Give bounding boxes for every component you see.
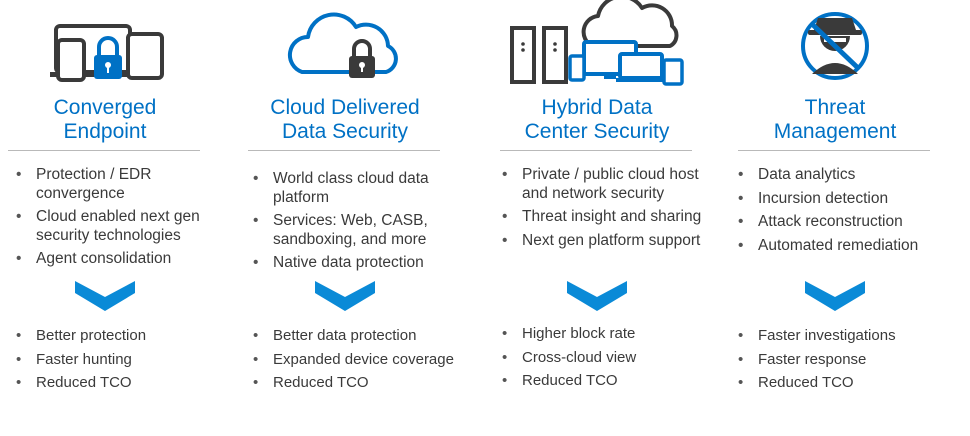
column-threat-management: Threat Management Data analytics Incursi… xyxy=(730,0,940,436)
list-item: Better protection xyxy=(16,327,231,346)
column-title: Cloud Delivered Data Security xyxy=(270,96,420,143)
list-item: Reduced TCO xyxy=(253,374,468,393)
list-item: World class cloud data platform xyxy=(253,170,468,207)
list-item: Automated remediation xyxy=(738,237,953,256)
list-item: Private / public cloud host and network … xyxy=(502,166,717,203)
list-item: Faster investigations xyxy=(738,327,953,346)
list-item: Incursion detection xyxy=(738,190,953,209)
feature-list: Private / public cloud host and network … xyxy=(502,166,717,255)
servers-cloud-devices-icon xyxy=(510,0,684,86)
divider xyxy=(8,150,200,151)
devices-lock-icon xyxy=(50,24,164,82)
feature-list: Protection / EDR convergence Cloud enabl… xyxy=(16,166,231,274)
list-item: Better data protection xyxy=(253,327,468,346)
outcome-list: Better data protection Expanded device c… xyxy=(253,327,468,398)
cloud-lock-icon xyxy=(287,12,398,78)
list-item: Reduced TCO xyxy=(16,374,231,393)
column-title: Converged Endpoint xyxy=(53,96,157,143)
list-item: Native data protection xyxy=(253,254,468,273)
list-item: Faster response xyxy=(738,351,953,370)
list-item: Attack reconstruction xyxy=(738,213,953,232)
list-item: Next gen platform support xyxy=(502,232,717,251)
list-item: Expanded device coverage xyxy=(253,351,468,370)
list-item: Cross-cloud view xyxy=(502,349,717,368)
outcome-list: Higher block rate Cross-cloud view Reduc… xyxy=(502,325,717,396)
column-converged-endpoint: Converged Endpoint Protection / EDR conv… xyxy=(0,0,210,436)
list-item: Reduced TCO xyxy=(502,372,717,391)
list-item: Protection / EDR convergence xyxy=(16,166,231,203)
list-item: Agent consolidation xyxy=(16,250,231,269)
list-item: Higher block rate xyxy=(502,325,717,344)
list-item: Faster hunting xyxy=(16,351,231,370)
list-item: Reduced TCO xyxy=(738,374,953,393)
list-item: Cloud enabled next gen security technolo… xyxy=(16,208,231,245)
outcome-list: Better protection Faster hunting Reduced… xyxy=(16,327,231,398)
column-hybrid-data-center-security: Hybrid Data Center Security Private / pu… xyxy=(492,0,702,436)
column-cloud-delivered-data-security: Cloud Delivered Data Security World clas… xyxy=(240,0,454,436)
chevron-down-icon xyxy=(567,281,627,311)
chevron-down-icon xyxy=(75,281,135,311)
column-title: Hybrid Data Center Security xyxy=(524,96,670,143)
divider xyxy=(500,150,692,151)
divider xyxy=(248,150,440,151)
feature-list: World class cloud data platform Services… xyxy=(253,170,468,278)
list-item: Services: Web, CASB, sandboxing, and mor… xyxy=(253,212,468,249)
feature-list: Data analytics Incursion detection Attac… xyxy=(738,166,953,260)
divider xyxy=(738,150,930,151)
list-item: Data analytics xyxy=(738,166,953,185)
list-item: Threat insight and sharing xyxy=(502,208,717,227)
outcome-list: Faster investigations Faster response Re… xyxy=(738,327,953,398)
spy-prohibited-icon xyxy=(801,12,869,80)
chevron-down-icon xyxy=(315,281,375,311)
chevron-down-icon xyxy=(805,281,865,311)
column-title: Threat Management xyxy=(773,96,897,143)
